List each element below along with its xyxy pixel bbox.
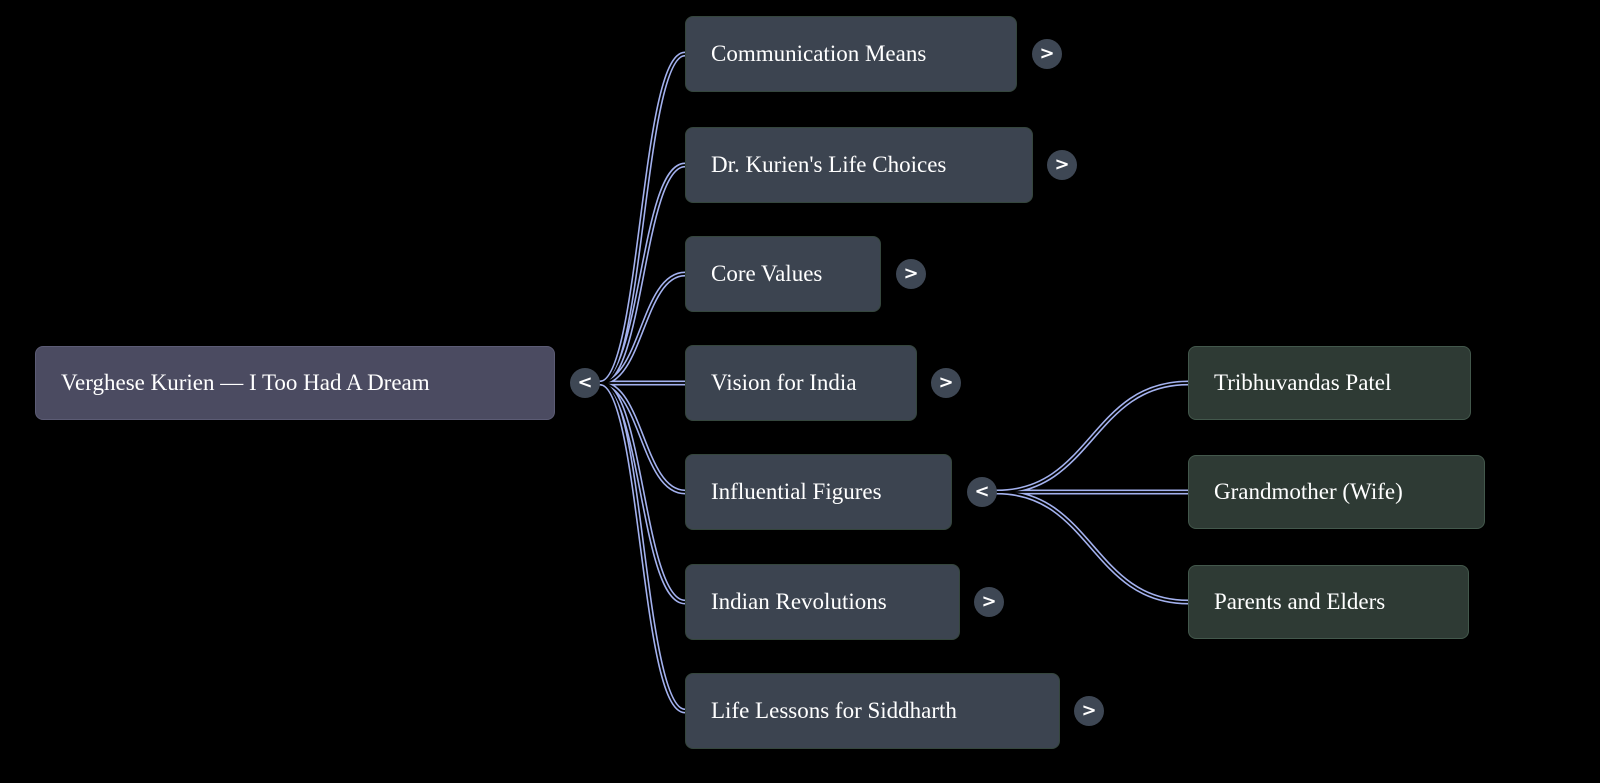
node-life-lessons[interactable]: Life Lessons for Siddharth bbox=[685, 673, 1060, 749]
node-label: Communication Means bbox=[711, 41, 927, 66]
toggle-vision-for-india[interactable]: > bbox=[931, 368, 961, 398]
node-indian-revolutions[interactable]: Indian Revolutions bbox=[685, 564, 960, 640]
edge-root-core-values-inner bbox=[599, 273, 686, 384]
node-root-label: Verghese Kurien — I Too Had A Dream bbox=[61, 370, 430, 395]
toggle-life-lessons[interactable]: > bbox=[1074, 696, 1104, 726]
toggle-root[interactable]: < bbox=[570, 368, 600, 398]
toggle-indian-revolutions[interactable]: > bbox=[974, 587, 1004, 617]
toggle-core-values[interactable]: > bbox=[896, 259, 926, 289]
node-label: Tribhuvandas Patel bbox=[1214, 370, 1392, 395]
node-label: Dr. Kurien's Life Choices bbox=[711, 152, 947, 177]
node-parents-and-elders[interactable]: Parents and Elders bbox=[1188, 565, 1469, 639]
toggle-communication-means[interactable]: > bbox=[1032, 39, 1062, 69]
toggle-influential-figures[interactable]: < bbox=[967, 477, 997, 507]
edge-root-revolutions-inner bbox=[599, 382, 686, 603]
node-label: Parents and Elders bbox=[1214, 589, 1386, 614]
node-influential-figures[interactable]: Influential Figures bbox=[685, 454, 952, 530]
node-root[interactable]: Verghese Kurien — I Too Had A Dream bbox=[35, 346, 555, 420]
edge-root-lessons-inner bbox=[599, 382, 686, 712]
edge-influential-parents-inner bbox=[996, 491, 1189, 603]
node-label: Influential Figures bbox=[711, 479, 882, 504]
node-communication-means[interactable]: Communication Means bbox=[685, 16, 1017, 92]
node-label: Vision for India bbox=[711, 370, 857, 395]
node-vision-for-india[interactable]: Vision for India bbox=[685, 345, 917, 421]
edge-influential-tribhuvandas-inner bbox=[996, 382, 1189, 493]
node-grandmother-wife[interactable]: Grandmother (Wife) bbox=[1188, 455, 1485, 529]
node-label: Indian Revolutions bbox=[711, 589, 887, 614]
node-core-values[interactable]: Core Values bbox=[685, 236, 881, 312]
edge-root-life-choices-inner bbox=[599, 164, 686, 384]
toggle-life-choices[interactable]: > bbox=[1047, 150, 1077, 180]
edge-root-influential-inner bbox=[599, 382, 686, 493]
node-label: Life Lessons for Siddharth bbox=[711, 698, 957, 723]
node-label: Core Values bbox=[711, 261, 823, 286]
edge-root-communication-inner bbox=[599, 53, 686, 384]
node-label: Grandmother (Wife) bbox=[1214, 479, 1403, 504]
node-life-choices[interactable]: Dr. Kurien's Life Choices bbox=[685, 127, 1033, 203]
node-tribhuvandas-patel[interactable]: Tribhuvandas Patel bbox=[1188, 346, 1471, 420]
